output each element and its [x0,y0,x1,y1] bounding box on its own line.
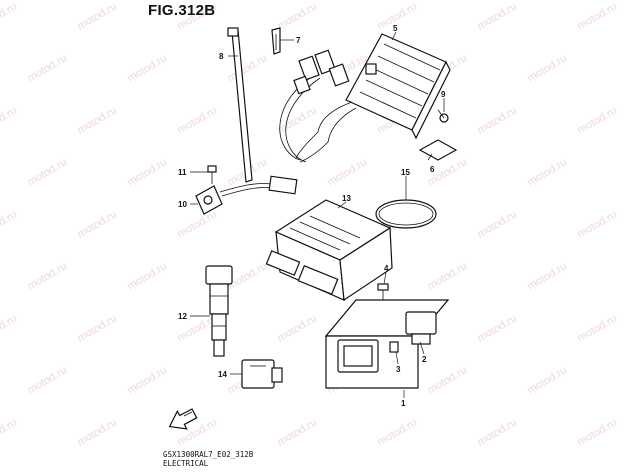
part-6-pad[interactable] [418,139,458,161]
watermark-text: motod.ru [476,0,520,32]
callout-12[interactable]: 12 [178,312,187,321]
section-name: ELECTRICAL [163,459,209,468]
watermark-text: motod.ru [26,364,70,396]
part-2-relay[interactable] [405,311,437,345]
watermark-text: motod.ru [576,0,620,32]
watermark-text: motod.ru [526,156,570,188]
callout-6[interactable]: 6 [430,165,435,174]
watermark-text: motod.ru [0,312,19,344]
watermark-text: motod.ru [576,104,620,136]
watermark-text: motod.ru [576,416,620,448]
watermark-text: motod.ru [476,416,520,448]
part-15-o-ring[interactable] [375,199,437,229]
watermark-text: motod.ru [176,208,220,240]
watermark-text: motod.ru [0,0,19,32]
figure-code: GSX1300RAL7_E02_312B [163,450,254,459]
callout-11[interactable]: 11 [178,168,187,177]
front-arrow-icon [168,408,198,430]
watermark-text: motod.ru [76,104,120,136]
watermark-text: motod.ru [576,208,620,240]
watermark-text: motod.ru [0,416,19,448]
watermark-text: motod.ru [226,52,270,84]
part-7-clip[interactable] [271,27,281,55]
watermark-text: motod.ru [476,312,520,344]
callout-1[interactable]: 1 [401,399,406,408]
watermark-text: motod.ru [276,312,320,344]
leader-lines [190,31,445,398]
watermark-text: motod.ru [0,104,19,136]
callout-3[interactable]: 3 [396,365,401,374]
watermark-text: motod.ru [76,416,120,448]
part-9-bolt[interactable] [437,109,449,123]
watermark-text: motod.ru [476,104,520,136]
callout-2[interactable]: 2 [422,355,427,364]
watermark-text: motod.ru [26,156,70,188]
watermark-text: motod.ru [526,364,570,396]
part-8-cable-tie[interactable] [227,27,253,183]
watermark-text: motod.ru [426,260,470,292]
part-5-regulator[interactable] [279,33,451,163]
watermark-text: motod.ru [0,208,19,240]
callout-labels: 5 6 7 8 9 11 10 15 13 12 14 4 2 3 1 [178,24,446,408]
callout-13[interactable]: 13 [342,194,351,203]
watermark-text: motod.ru [476,208,520,240]
watermark-text: motod.ru [26,52,70,84]
watermark-text: motod.ru [526,260,570,292]
part-13-ecm[interactable] [265,199,393,302]
watermark-text: motod.ru [276,416,320,448]
part-4-bolt[interactable] [377,283,389,300]
callout-10[interactable]: 10 [178,200,187,209]
watermark-text: motod.ru [276,104,320,136]
watermark-text: motod.ru [276,0,320,32]
part-10-sensor[interactable] [195,175,298,215]
watermark-text: motod.ru [326,156,370,188]
callout-7[interactable]: 7 [296,36,301,45]
watermark-text: motod.ru [126,260,170,292]
callout-8[interactable]: 8 [219,52,224,61]
watermark-text: motod.ru [176,104,220,136]
callout-15[interactable]: 15 [401,168,410,177]
watermark-text: motod.ru [526,52,570,84]
watermark-text: motod.ru [126,52,170,84]
figure-title: FIG.312B [148,2,216,19]
callout-5[interactable]: 5 [393,24,398,33]
watermark-text: motod.ru [576,312,620,344]
callout-9[interactable]: 9 [441,90,446,99]
watermark-text: motod.ru [126,364,170,396]
part-14-connector[interactable] [241,359,283,389]
part-12-ignition-coil[interactable] [205,265,233,357]
watermark-text: motod.ru [126,156,170,188]
watermark-text: motod.ru [76,208,120,240]
callout-4[interactable]: 4 [384,264,389,273]
part-11-bolt[interactable] [207,165,217,184]
watermark-text: motod.ru [26,260,70,292]
watermark-text: motod.ru [426,364,470,396]
watermark-text: motod.ru [76,312,120,344]
watermark-text: motod.ru [76,0,120,32]
watermark-text: motod.ru [376,416,420,448]
callout-14[interactable]: 14 [218,370,227,379]
part-3-clip[interactable] [389,341,399,353]
